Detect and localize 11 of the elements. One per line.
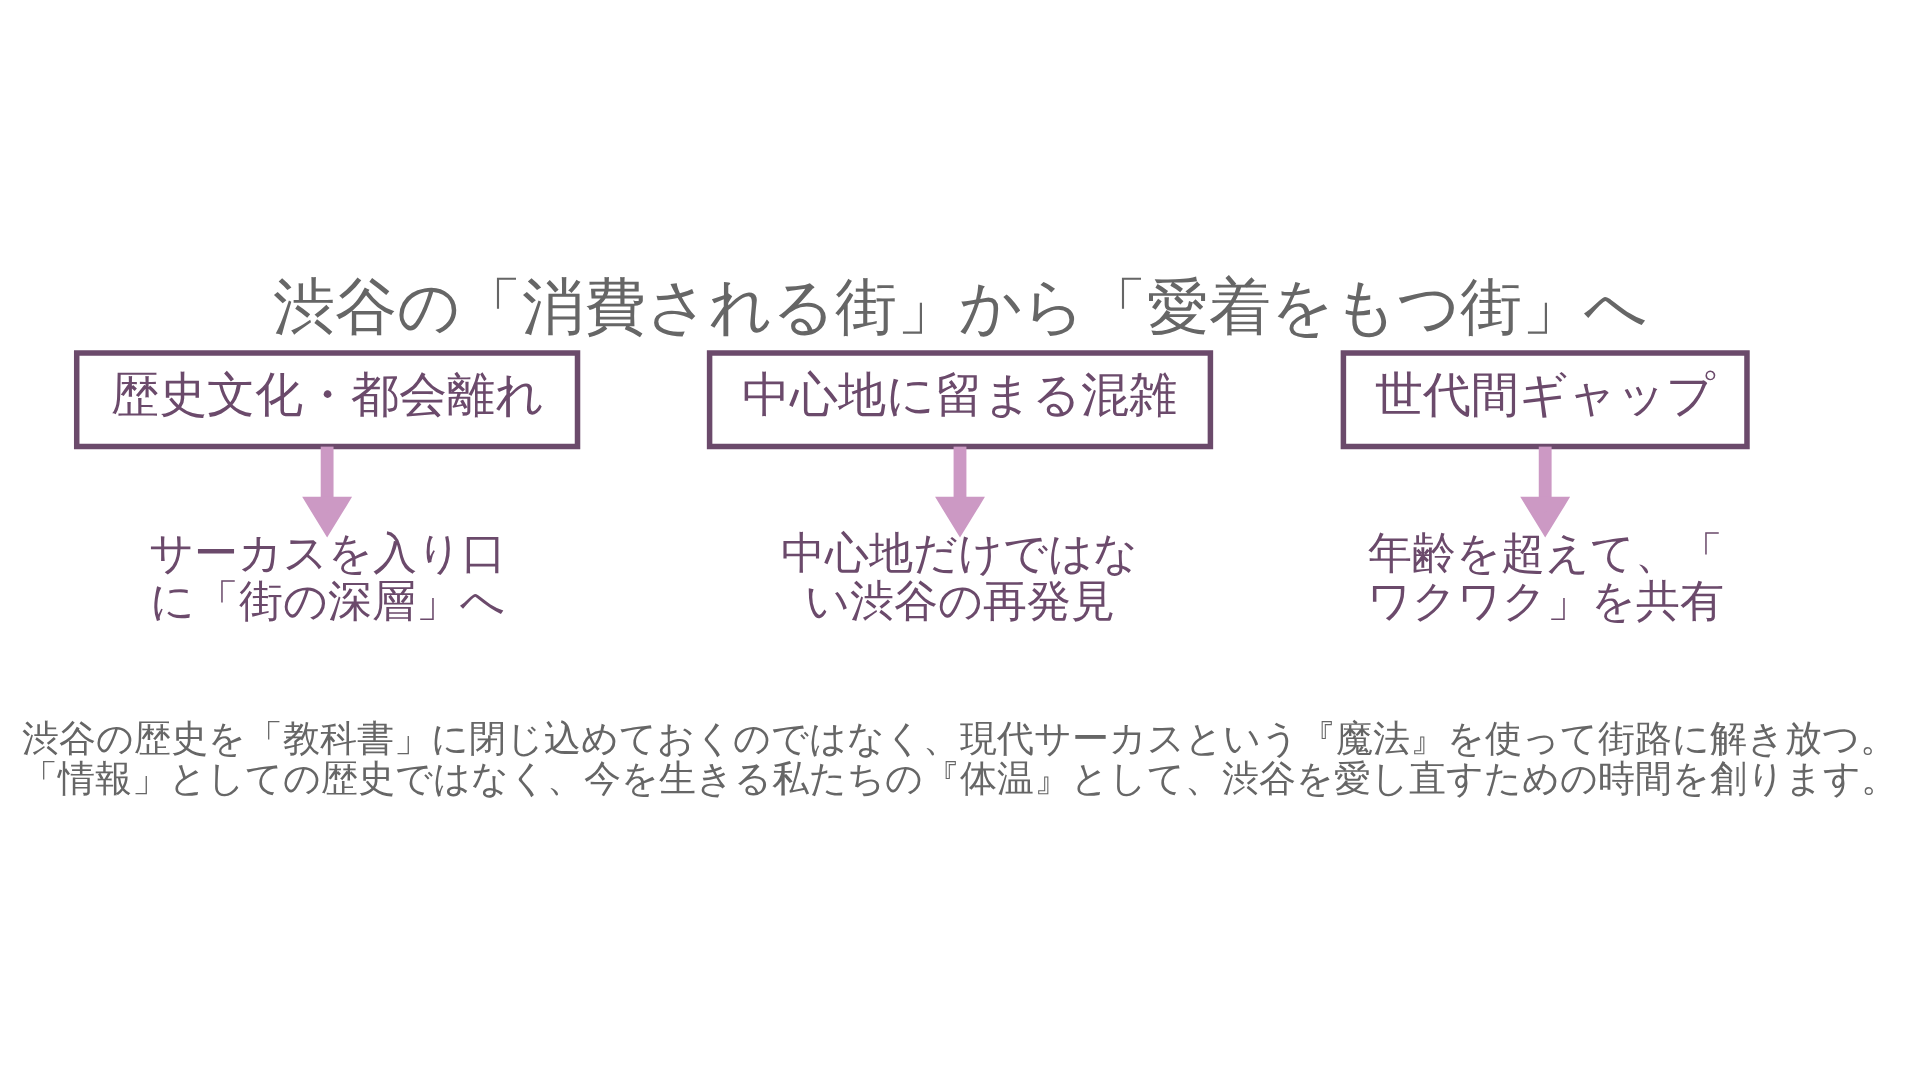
diagram-title: 渋谷の「消費される街」から「愛着をもつ街」へ [273,269,1647,343]
node-box: 歴史文化・都会離れ [73,350,581,450]
node-box: 中心地に留まる混雑 [706,350,1214,450]
arrow [302,446,353,538]
node-box: 世代間ギャップ [1340,350,1750,450]
caption: 渋谷の歴史を「教科書」に閉じ込めておくのではなく、現代サーカスという『魔法』を使って街路に解き放つ。「情報」としての歴史ではなく、今を生きる私たちの『体温』として、渋谷を愛し直すための時間を創ります。 [21,716,1899,801]
node-text: サーカスを入り口に「街の深層」へ [148,526,506,626]
arrow [1520,446,1571,538]
arrow [935,446,985,538]
node-text: 中心地だけではない渋谷の再発見 [781,526,1139,626]
node-text: 年齢を超えて、「ワクワク」を共有 [1366,526,1724,626]
